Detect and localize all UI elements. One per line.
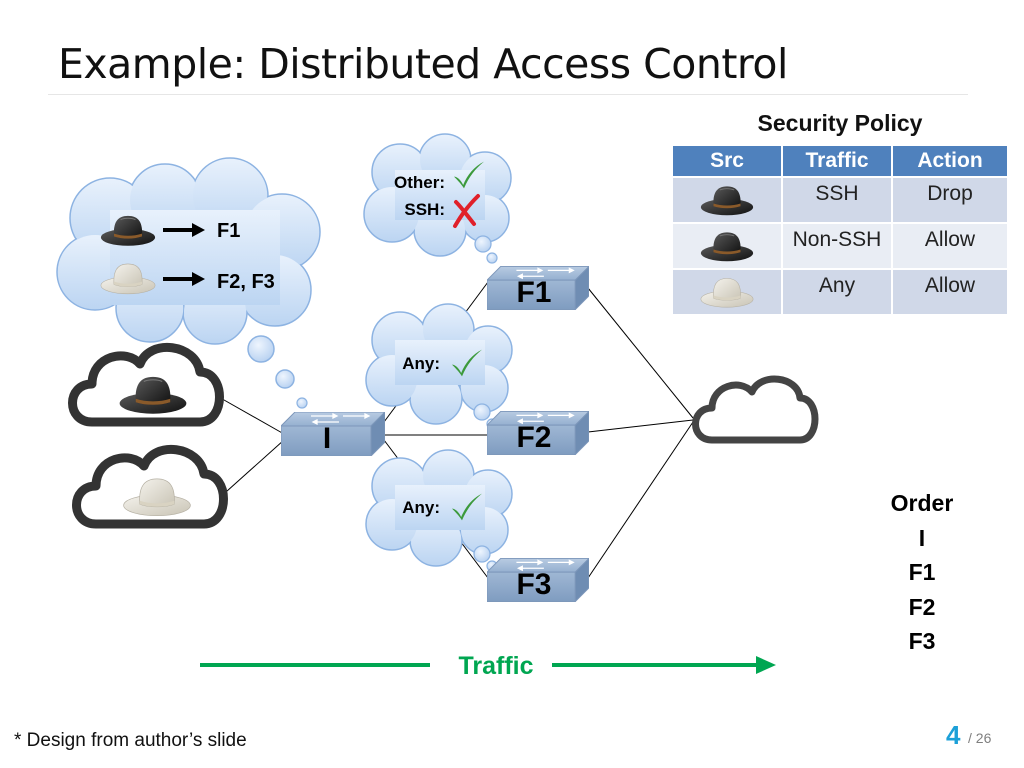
black-hat-icon — [700, 231, 754, 262]
action-cell: Allow — [892, 268, 1007, 314]
link-host2-i — [216, 439, 285, 501]
src-cell — [673, 222, 783, 269]
ingress-switch — [281, 412, 385, 456]
f3-any-label: Any: — [402, 498, 440, 517]
order-item: F2 — [908, 593, 936, 620]
link-f1-dest — [587, 287, 694, 419]
table-header-row: Src Traffic Action — [673, 146, 1007, 177]
table-row: SSH Drop — [673, 176, 1007, 223]
f2-switch-label: F2 — [516, 421, 551, 454]
f2-rule-bubble — [365, 303, 513, 430]
ingress-switch-label: I — [323, 422, 331, 455]
traffic-cell: Any — [782, 268, 893, 314]
routing-thought-bubble — [56, 157, 321, 345]
arrow-right-icon — [163, 272, 205, 286]
thought-dot-small — [296, 397, 308, 409]
page-number: 4 — [946, 720, 961, 750]
thought-dot-medium — [275, 369, 295, 389]
deny-cross-icon — [453, 194, 480, 228]
arrow-right-icon — [163, 223, 205, 237]
black-hat-route-label: F1 — [217, 220, 240, 242]
action-cell: Drop — [892, 176, 1007, 223]
order-heading: Order — [890, 490, 954, 516]
order-item: F3 — [908, 628, 936, 654]
order-item: I — [918, 524, 926, 551]
action-cell: Allow — [892, 222, 1007, 269]
f3-switch-label: F3 — [516, 568, 551, 601]
slide-title: Example: Distributed Access Control — [58, 40, 788, 88]
traffic-cell: SSH — [782, 176, 893, 223]
f1-other-label: Other: — [394, 173, 445, 192]
page-total: / 26 — [968, 730, 992, 746]
footnote: * Design from author’s slide — [14, 730, 247, 751]
traffic-cell: Non-SSH — [782, 222, 893, 269]
src-cell — [673, 176, 783, 223]
column-header-traffic: Traffic — [782, 146, 893, 177]
white-hat-route-label: F2, F3 — [217, 271, 275, 293]
f3-rule-bubble — [365, 449, 513, 572]
f1-rule-bubble — [363, 133, 512, 264]
policy-heading: Security Policy — [757, 110, 923, 136]
traffic-label: Traffic — [458, 652, 533, 680]
security-policy-table: Src Traffic Action SSH Drop Non-SSH Allo… — [673, 146, 1007, 314]
title-divider — [48, 94, 968, 95]
column-header-src: Src — [673, 146, 783, 177]
black-hat-icon — [700, 185, 754, 216]
f1-switch-label: F1 — [516, 276, 551, 309]
link-f3-dest — [587, 421, 694, 579]
f1-ssh-label: SSH: — [404, 200, 445, 219]
src-cell — [673, 268, 783, 314]
f2-any-label: Any: — [402, 354, 440, 373]
table-row: Any Allow — [673, 268, 1007, 314]
column-header-action: Action — [892, 146, 1007, 177]
destination-cloud-icon — [692, 375, 819, 444]
traffic-arrow — [200, 656, 776, 674]
thought-dot-large — [247, 335, 275, 363]
link-host1-i — [216, 395, 285, 435]
white-hat-icon — [700, 277, 754, 308]
order-item: F1 — [908, 559, 936, 585]
link-f2-dest — [587, 419, 694, 433]
processing-order: Order I F1 F2 F3 — [872, 486, 972, 659]
table-row: Non-SSH Allow — [673, 222, 1007, 269]
